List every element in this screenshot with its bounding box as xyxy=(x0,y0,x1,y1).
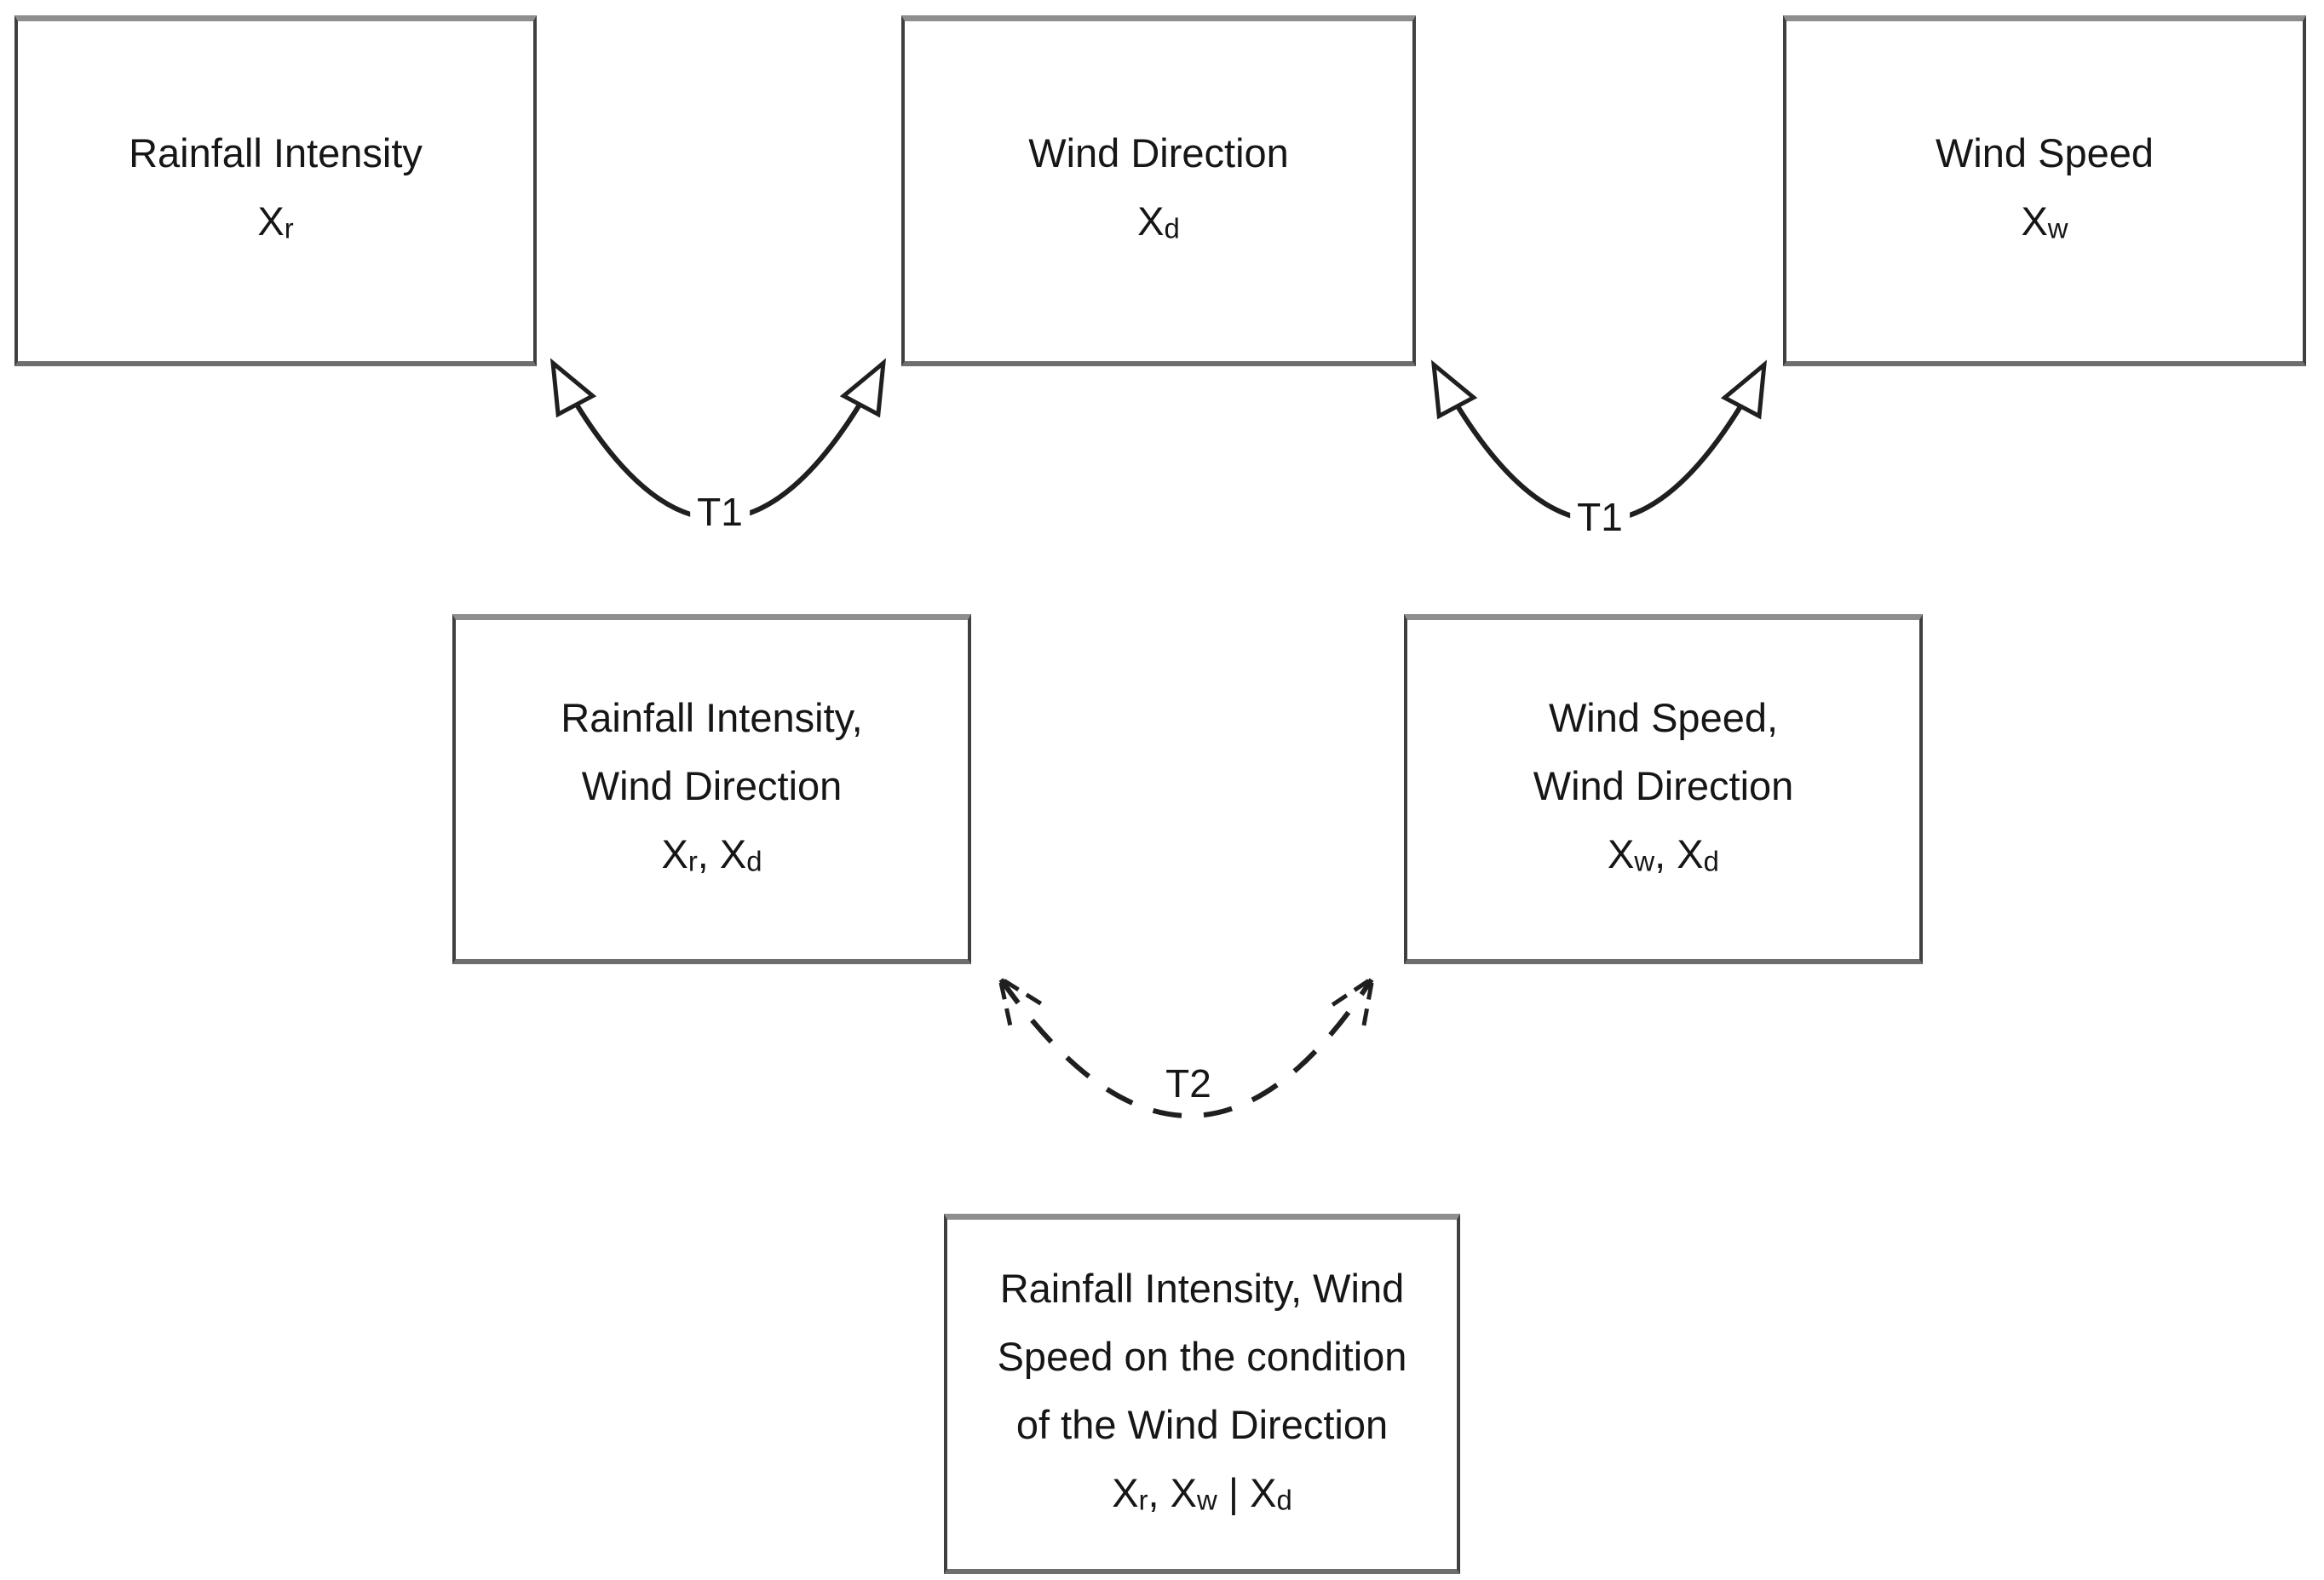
symbol-subscript: r xyxy=(687,845,698,877)
box-title: Wind Speed xyxy=(1935,130,2154,176)
symbol-main: X xyxy=(661,830,688,876)
box-title-line1: Wind Speed, xyxy=(1548,694,1779,740)
box-symbol: Xr, Xw | Xd xyxy=(1112,1459,1292,1534)
symbol-subscript: w xyxy=(1197,1484,1217,1516)
box-title-line2: Speed on the condition xyxy=(997,1333,1407,1379)
box-symbol: Xw xyxy=(2021,187,2068,262)
connector-label-t1-right: T1 xyxy=(1570,493,1630,541)
box-conditional-rainfall-windspeed: Rainfall Intensity, Wind Speed on the co… xyxy=(944,1214,1460,1574)
symbol-main: X xyxy=(1608,830,1635,876)
box-wind-direction: Wind Direction Xd xyxy=(901,15,1416,366)
symbol-subscript: w xyxy=(1634,845,1655,877)
symbol-main: , X xyxy=(1148,1469,1198,1515)
symbol-subscript: d xyxy=(746,845,762,877)
box-wind-speed: Wind Speed Xw xyxy=(1783,15,2306,366)
box-rainfall-intensity: Rainfall Intensity Xr xyxy=(14,15,537,366)
symbol-main: | X xyxy=(1217,1469,1277,1515)
symbol-subscript: d xyxy=(1164,212,1180,244)
box-symbol: Xr, Xd xyxy=(661,820,762,895)
box-symbol: Xd xyxy=(1137,187,1180,262)
symbol-main: X xyxy=(257,198,285,244)
box-title: Rainfall Intensity xyxy=(129,130,423,176)
symbol-subscript: r xyxy=(284,212,294,244)
box-wind-speed-wind-direction-joint: Wind Speed, Wind Direction Xw, Xd xyxy=(1404,614,1923,964)
symbol-main: X xyxy=(1112,1469,1139,1515)
symbol-subscript: d xyxy=(1276,1484,1292,1516)
box-title-line1: Rainfall Intensity, xyxy=(561,694,863,740)
box-title-line1: Rainfall Intensity, Wind xyxy=(999,1265,1405,1311)
box-title-line3: of the Wind Direction xyxy=(1015,1401,1389,1447)
box-title-line2: Wind Direction xyxy=(581,762,843,808)
symbol-subscript: r xyxy=(1138,1484,1148,1516)
symbol-main: X xyxy=(1137,198,1165,244)
connector-label-t2: T2 xyxy=(1159,1060,1218,1107)
box-rainfall-wind-direction-joint: Rainfall Intensity, Wind Direction Xr, X… xyxy=(452,614,971,964)
symbol-main: X xyxy=(2021,198,2048,244)
box-title-line2: Wind Direction xyxy=(1533,762,1794,808)
symbol-subscript: w xyxy=(2047,212,2068,244)
connector-label-t1-left: T1 xyxy=(690,488,750,536)
box-symbol: Xw, Xd xyxy=(1608,820,1719,895)
symbol-main: , X xyxy=(697,830,747,876)
symbol-main: , X xyxy=(1654,830,1704,876)
box-title: Wind Direction xyxy=(1028,130,1289,176)
box-symbol: Xr xyxy=(257,187,293,262)
symbol-subscript: d xyxy=(1703,845,1719,877)
